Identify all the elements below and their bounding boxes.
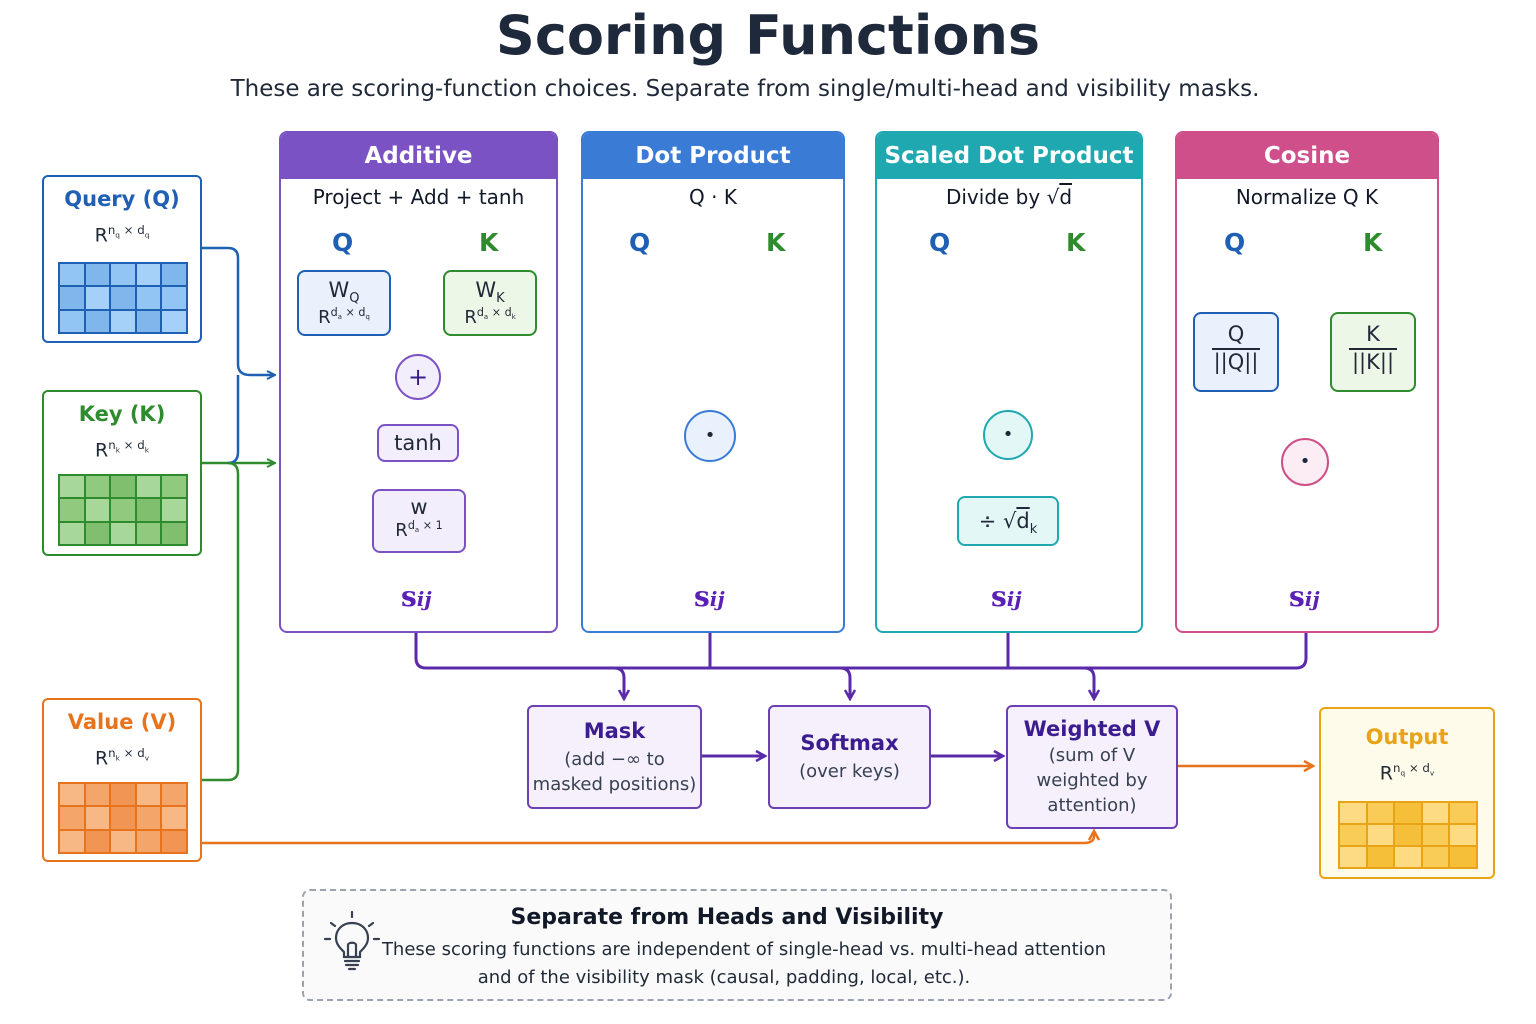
- key-label: Key (K): [78, 402, 166, 426]
- weighted-v-desc-2: weighted by: [1036, 770, 1148, 791]
- scaled-dot-operator-node: •: [983, 410, 1033, 460]
- scaled-score-output: sij: [991, 580, 1022, 613]
- note-line-2: and of the visibility mask (causal, padd…: [477, 967, 971, 988]
- add-operator-node: +: [395, 354, 441, 400]
- scaled-q-label: Q: [929, 228, 951, 257]
- key-dimension: Rnk × dk: [95, 438, 149, 462]
- additive-title: Additive: [281, 133, 556, 179]
- q-normalize-box: Q ||Q||: [1193, 312, 1279, 392]
- cosine-subtitle: Normalize Q K: [1235, 185, 1379, 209]
- mask-desc-1: (add −∞ to: [564, 749, 665, 770]
- bus-to-weighted-wire: [1083, 666, 1094, 698]
- mask-title: Mask: [583, 719, 646, 743]
- w-vector-box: w Rda × 1: [372, 489, 466, 553]
- value-label: Value (V): [67, 710, 177, 734]
- dot-score-output: sij: [694, 580, 725, 613]
- tanh-node: tanh: [377, 424, 459, 462]
- softmax-step-box: Softmax (over keys): [768, 705, 931, 809]
- weighted-v-step-box: Weighted V (sum of V weighted by attenti…: [1006, 705, 1178, 829]
- cosine-q-label: Q: [1224, 228, 1246, 257]
- value-matrix-grid: [58, 782, 188, 854]
- key-merge-wire: [227, 375, 240, 465]
- additive-k-label: K: [479, 228, 499, 257]
- key-matrix-grid: [58, 474, 188, 546]
- dot-product-panel: Dot Product Q · K: [581, 131, 845, 633]
- scale-divide-node: ÷ √dk: [957, 496, 1059, 546]
- page-subtitle: These are scoring-function choices. Sepa…: [230, 76, 1260, 102]
- output-matrix-grid: [1338, 801, 1478, 869]
- lightbulb-icon: [323, 910, 381, 971]
- output-box: Output Rnq × dv: [1319, 707, 1495, 879]
- independence-note: Separate from Heads and Visibility These…: [302, 889, 1172, 1001]
- additive-q-label: Q: [332, 228, 354, 257]
- additive-score-output: sij: [401, 580, 432, 613]
- scaled-dot-product-panel: Scaled Dot Product Divide by √d: [875, 131, 1143, 633]
- query-input-box: Query (Q) Rnq × dq: [42, 175, 202, 343]
- query-matrix-grid: [58, 262, 188, 334]
- scaled-k-label: K: [1066, 228, 1086, 257]
- query-to-scoring-wire: [202, 246, 274, 375]
- scaled-dot-product-subtitle: Divide by √d: [945, 185, 1073, 209]
- weighted-v-desc-3: attention): [1047, 795, 1137, 816]
- wk-weight-box: WK Rda × dk: [443, 270, 537, 336]
- value-to-weighted-wire: [202, 832, 1094, 845]
- softmax-desc: (over keys): [799, 761, 900, 782]
- cosine-dot-operator-node: •: [1281, 438, 1329, 486]
- weighted-v-title: Weighted V: [1023, 717, 1161, 741]
- dot-k-label: K: [766, 228, 786, 257]
- page-title: Scoring Functions: [495, 4, 1041, 67]
- dot-product-title: Dot Product: [583, 133, 843, 179]
- cosine-score-output: sij: [1289, 580, 1320, 613]
- note-line-1: These scoring functions are independent …: [381, 939, 1107, 960]
- note-title: Separate from Heads and Visibility: [510, 905, 944, 930]
- softmax-title: Softmax: [800, 731, 899, 755]
- query-label: Query (Q): [64, 187, 180, 211]
- additive-subtitle: Project + Add + tanh: [312, 185, 525, 209]
- weighted-v-desc-1: (sum of V: [1048, 745, 1136, 766]
- mask-step-box: Mask (add −∞ to masked positions): [527, 705, 702, 809]
- mask-desc-2: masked positions): [532, 774, 697, 795]
- output-dimension: Rnq × dv: [1379, 761, 1435, 785]
- output-label: Output: [1365, 725, 1449, 749]
- wq-weight-box: WQ Rda × dq: [297, 270, 391, 336]
- bus-to-mask-wire: [613, 666, 624, 698]
- dot-operator-node: •: [684, 410, 736, 462]
- cosine-title: Cosine: [1177, 133, 1437, 179]
- dot-product-subtitle: Q · K: [689, 185, 737, 209]
- value-to-key-wire: [202, 461, 240, 782]
- k-normalize-box: K ||K||: [1330, 312, 1416, 392]
- key-input-box: Key (K) Rnk × dk: [42, 390, 202, 556]
- dot-q-label: Q: [629, 228, 651, 257]
- value-input-box: Value (V) Rnk × dv: [42, 698, 202, 862]
- bus-to-softmax-wire: [839, 666, 850, 698]
- panels-to-pipeline-bus: [414, 632, 1308, 670]
- query-dimension: Rnq × dq: [94, 223, 150, 247]
- cosine-k-label: K: [1363, 228, 1383, 257]
- value-dimension: Rnk × dv: [94, 746, 150, 770]
- scaled-dot-product-title: Scaled Dot Product: [877, 133, 1141, 179]
